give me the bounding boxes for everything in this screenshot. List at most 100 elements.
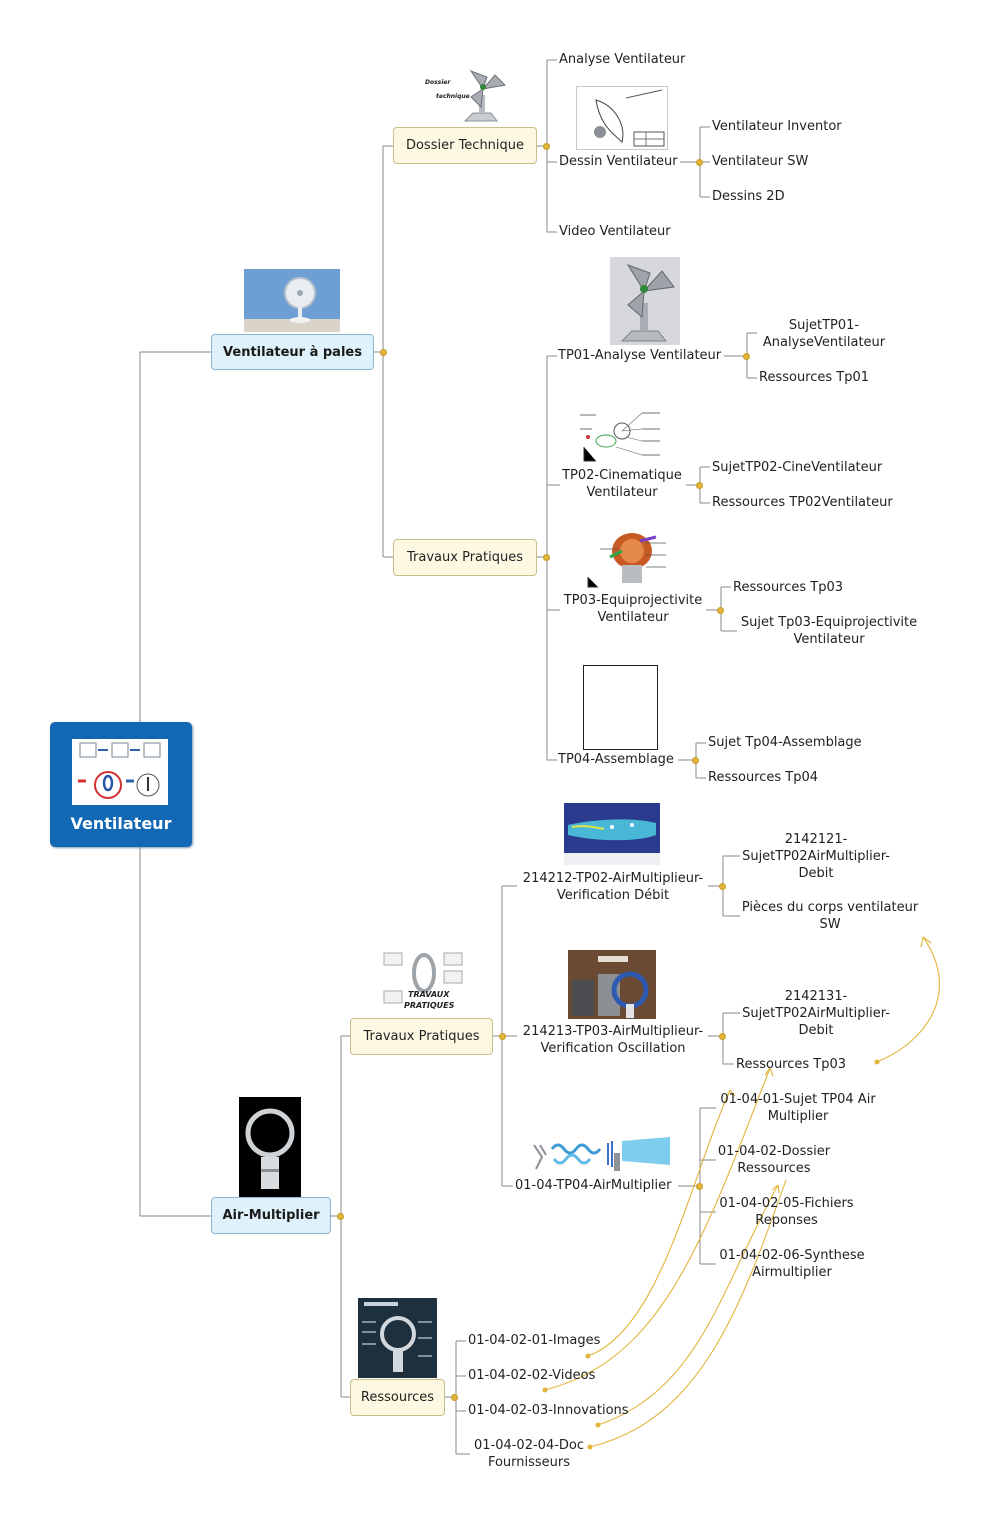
- tp-image-text-1: TRAVAUX: [408, 990, 450, 999]
- branch-knot[interactable]: [380, 349, 387, 356]
- node-line: SW: [819, 917, 841, 932]
- branch-knot[interactable]: [499, 1033, 506, 1040]
- node-01-04-02-dossier[interactable]: 01-04-02-Dossier Ressources: [714, 1143, 834, 1177]
- table-fan-photo: [244, 269, 340, 332]
- topic-travaux-pratiques-air[interactable]: Travaux Pratiques: [350, 1018, 493, 1055]
- node-ressources-tp04[interactable]: Ressources Tp04: [708, 770, 819, 785]
- node-line: SujetTP01-: [788, 318, 860, 333]
- node-01-04-01-sujet[interactable]: 01-04-01-Sujet TP04 Air Multiplier: [714, 1091, 882, 1125]
- branch-knot[interactable]: [696, 159, 703, 166]
- topic-dossier-technique[interactable]: Dossier Technique: [393, 127, 537, 164]
- node-dessins-2d[interactable]: Dessins 2D: [712, 189, 785, 204]
- node-sujet-tp01[interactable]: SujetTP01- AnalyseVentilateur: [759, 317, 889, 351]
- node-sujet-tp02[interactable]: SujetTP02-CineVentilateur: [712, 460, 883, 475]
- branch-knot[interactable]: [719, 883, 726, 890]
- node-line: Airmultiplier: [752, 1265, 832, 1280]
- node-01-04-02-06-synthese[interactable]: 01-04-02-06-Synthese Airmultiplier: [714, 1247, 870, 1281]
- node-214213[interactable]: 214213-TP03-AirMultiplieur- Verification…: [517, 1023, 709, 1057]
- node-line: Debit: [798, 866, 834, 881]
- branch-knot[interactable]: [337, 1213, 344, 1220]
- topic-label: Travaux Pratiques: [407, 550, 523, 565]
- node-tp03-equiprojectivite[interactable]: TP03-Equiprojectivite Ventilateur: [558, 592, 708, 626]
- node-01-04-02-04-doc[interactable]: 01-04-02-04-Doc Fournisseurs: [466, 1437, 592, 1471]
- node-01-04-02-02-videos[interactable]: 01-04-02-02-Videos: [468, 1368, 596, 1383]
- node-dessin-ventilateur[interactable]: Dessin Ventilateur: [559, 154, 678, 169]
- node-sujet-tp04[interactable]: Sujet Tp04-Assemblage: [708, 735, 862, 750]
- root-diagram-image: [72, 739, 168, 805]
- node-line: Fournisseurs: [487, 1455, 571, 1470]
- node-01-04-tp04[interactable]: 01-04-TP04-AirMultiplier: [515, 1178, 672, 1193]
- node-line: Reponses: [755, 1213, 818, 1228]
- node-ressources-tp03-air[interactable]: Ressources Tp03: [736, 1057, 847, 1072]
- branch-knot[interactable]: [743, 353, 750, 360]
- airflow-illustration: [530, 1135, 673, 1173]
- node-ressources-tp02[interactable]: Ressources TP02Ventilateur: [712, 495, 893, 510]
- topic-air-multiplier[interactable]: Air-Multiplier: [211, 1197, 331, 1234]
- branch-knot[interactable]: [543, 554, 550, 561]
- node-line: 214212-TP02-AirMultiplieur-: [522, 871, 704, 886]
- node-01-04-02-05-fichiers[interactable]: 01-04-02-05-Fichiers Reponses: [714, 1195, 859, 1229]
- node-line: 2142131-: [784, 989, 848, 1004]
- dossier-technique-image: Dossier technique: [423, 67, 508, 125]
- topic-ventilateur-a-pales[interactable]: Ventilateur à pales: [211, 334, 374, 370]
- node-line: 01-04-02-06-Synthese: [719, 1248, 865, 1263]
- topic-label: Travaux Pratiques: [363, 1029, 480, 1044]
- node-2142131-sujet[interactable]: 2142131- SujetTP02AirMultiplier- Debit: [732, 988, 900, 1039]
- travaux-pratiques-image: TRAVAUX PRATIQUES: [382, 951, 464, 1011]
- node-line: SujetTP02AirMultiplier-: [742, 849, 890, 864]
- node-01-04-02-03-innovations[interactable]: 01-04-02-03-Innovations: [468, 1403, 629, 1418]
- tp04-blank-image: [583, 665, 658, 750]
- tp03-motor-render: [580, 529, 684, 591]
- node-line: 01-04-02-Dossier: [717, 1144, 831, 1159]
- topic-label: Dossier Technique: [405, 138, 525, 153]
- node-line: 2142121-: [784, 832, 848, 847]
- node-line: AnalyseVentilateur: [762, 335, 886, 350]
- node-analyse-ventilateur[interactable]: Analyse Ventilateur: [559, 52, 686, 67]
- node-tp02-cinematique[interactable]: TP02-Cinematique Ventilateur: [556, 467, 688, 501]
- node-tp01-analyse-ventilateur[interactable]: TP01-Analyse Ventilateur: [558, 348, 722, 363]
- dyson-product-photo: [568, 950, 656, 1019]
- branch-knot[interactable]: [696, 1183, 703, 1190]
- branch-knot[interactable]: [719, 1033, 726, 1040]
- node-tp04-assemblage[interactable]: TP04-Assemblage: [558, 752, 674, 767]
- node-line: TP02-Cinematique: [562, 468, 682, 483]
- node-line: Multiplier: [767, 1109, 829, 1124]
- node-ressources-tp01[interactable]: Ressources Tp01: [759, 370, 870, 385]
- node-sujet-tp03[interactable]: Sujet Tp03-Equiprojectivite Ventilateur: [737, 614, 921, 648]
- node-line: 01-04-02-04-Doc: [473, 1438, 585, 1453]
- branch-knot[interactable]: [717, 607, 724, 614]
- topic-ressources[interactable]: Ressources: [350, 1379, 445, 1416]
- node-pieces-corps[interactable]: Pièces du corps ventilateur SW: [732, 899, 928, 933]
- node-214212[interactable]: 214212-TP02-AirMultiplieur- Verification…: [517, 870, 709, 904]
- flow-simulation-image: [564, 803, 660, 865]
- node-ressources-tp03-pales[interactable]: Ressources Tp03: [733, 580, 844, 595]
- branch-knot[interactable]: [543, 143, 550, 150]
- node-ventilateur-inventor[interactable]: Ventilateur Inventor: [712, 119, 842, 134]
- topic-label: Air-Multiplier: [222, 1208, 320, 1223]
- node-line: Ressources: [737, 1161, 811, 1176]
- node-line: TP03-Equiprojectivite: [563, 593, 703, 608]
- tp02-kinematic-diagram: [576, 407, 664, 465]
- topic-label: Ressources: [360, 1390, 435, 1405]
- branch-knot[interactable]: [451, 1394, 458, 1401]
- topic-label: Ventilateur à pales: [223, 344, 362, 360]
- node-line: Verification Oscillation: [540, 1041, 686, 1056]
- node-line: Verification Débit: [556, 888, 670, 903]
- branch-knot[interactable]: [696, 482, 703, 489]
- node-line: Ventilateur: [586, 485, 658, 500]
- node-line: 01-04-02-05-Fichiers: [719, 1196, 854, 1211]
- node-line: Ventilateur: [793, 632, 865, 647]
- topic-travaux-pratiques-pales[interactable]: Travaux Pratiques: [393, 539, 537, 576]
- root-label: Ventilateur: [70, 814, 172, 833]
- root-topic[interactable]: Ventilateur: [50, 722, 192, 847]
- node-2142121-sujet[interactable]: 2142121- SujetTP02AirMultiplier- Debit: [732, 831, 900, 882]
- node-video-ventilateur[interactable]: Video Ventilateur: [559, 224, 671, 239]
- branch-knot[interactable]: [692, 757, 699, 764]
- node-ventilateur-sw[interactable]: Ventilateur SW: [712, 154, 809, 169]
- dossier-image-text-1: Dossier: [425, 79, 451, 86]
- node-01-04-02-01-images[interactable]: 01-04-02-01-Images: [468, 1333, 601, 1348]
- node-line: Pièces du corps ventilateur: [741, 900, 919, 915]
- tp-image-text-2: PRATIQUES: [404, 1001, 455, 1010]
- node-line: 214213-TP03-AirMultiplieur-: [522, 1024, 704, 1039]
- air-multiplier-photo: [239, 1097, 301, 1197]
